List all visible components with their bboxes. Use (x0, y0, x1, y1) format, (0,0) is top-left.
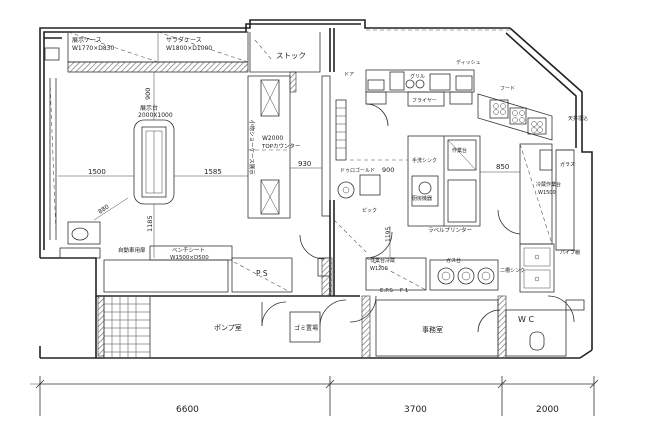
label-dim-2000: 2000 (536, 405, 559, 415)
label-prep-table: 作業台 (452, 147, 467, 154)
label-dim-6600: 6600 (176, 405, 199, 415)
work-table-lower (365, 257, 427, 291)
label-trash-room: ゴミ置場 (294, 324, 318, 332)
display-table (133, 119, 175, 205)
label-gas-range: ガス台 (446, 257, 461, 264)
lower-rooms (375, 299, 585, 357)
kitchen-guides (350, 29, 510, 161)
label-dim-1585: 1585 (204, 168, 222, 176)
label-dim-900-h: 900 (382, 166, 394, 174)
label-ps: P S (256, 269, 268, 278)
label-fridge-w1500: W1500 (538, 190, 556, 196)
label-wc: W C (518, 315, 534, 324)
label-glass-rack: ガラス (560, 161, 575, 168)
kitchen-doors (349, 103, 575, 333)
label-office-room: 事務室 (422, 325, 443, 334)
label-top-counter-size: W2000 (262, 135, 283, 142)
wall-shelf (321, 75, 347, 217)
label-salad-case: サラダケース (166, 36, 202, 44)
label-dim-1500: 1500 (88, 168, 106, 176)
label-f1: F 1 (400, 288, 408, 294)
label-display-table-size: 2000X1000 (138, 112, 173, 119)
label-dim-850: 850 (496, 163, 509, 171)
label-dim-930: 930 (298, 160, 311, 168)
label-pump-room: ポンプ室 (214, 323, 242, 332)
label-bench-seat: ベンチシート (172, 247, 205, 254)
display-cases (67, 31, 249, 63)
left-counter (49, 78, 57, 240)
gas-range (429, 259, 499, 291)
label-sign-top: ドア (344, 72, 354, 78)
label-top-counter: TOPカウンター (261, 142, 301, 150)
stairs (103, 295, 151, 359)
label-bain-marie: ドゥロゴールド (340, 167, 375, 174)
right-fridge-table (519, 143, 575, 251)
hatched-walls (67, 61, 507, 359)
kitchen-island (407, 135, 481, 227)
label-display-case-size: W1770×D830 (72, 45, 114, 52)
ps-area (231, 257, 331, 343)
label-work-table-w1200: W1200 (370, 266, 388, 272)
label-fryer: フライヤー (412, 98, 437, 104)
label-eps: E.P.S (380, 288, 393, 294)
label-dim-1185: 1185 (146, 215, 154, 232)
label-kitchen-central: 厨房機器 (412, 195, 432, 202)
label-sign-right: 天井埋込 (568, 115, 588, 122)
label-hand-sink: 手洗シンク (412, 157, 437, 164)
kitchen-stove (477, 93, 553, 141)
label-work-table: 作業台冷蔵 (370, 257, 395, 264)
top-counter (247, 75, 291, 219)
label-grill: グリル (410, 73, 425, 80)
label-dim-1195: 1195 (385, 227, 392, 242)
label-stock: ストック (276, 51, 306, 60)
label-salad-case-size: W1800×D1000 (166, 45, 212, 52)
label-auto-door: 自動車用扉 (118, 246, 146, 254)
label-dish-table: ディッシュ (456, 59, 481, 66)
label-display-case: 展示ケース (72, 37, 102, 44)
label-fridge: 冷蔵作業台 (536, 181, 561, 188)
label-dim-3700: 3700 (404, 405, 427, 415)
two-sink (519, 243, 555, 293)
shop-doors (261, 234, 347, 327)
left-fixtures (59, 221, 233, 293)
dimension-lines (30, 72, 599, 416)
label-dim-900-v: 900 (144, 88, 152, 100)
label-display-table: 展示台 (140, 104, 158, 112)
label-bench-seat-size: W1500×D500 (170, 255, 209, 261)
label-pickup: ピック (362, 208, 377, 214)
kitchen-left-equipment (333, 174, 381, 253)
stock-room (249, 32, 321, 73)
kitchen-top-equipment (365, 69, 475, 107)
label-label-printer: ラベルプリンター (428, 226, 472, 234)
label-two-sink: 二槽シンク (500, 267, 525, 274)
label-pass-window: パイプ棚 (560, 249, 580, 256)
text-labels: 展示ケース W1770×D830 サラダケース W1800×D1000 ストック… (72, 36, 588, 415)
label-sign-hood: フード (500, 86, 515, 92)
label-showcase-vertical: 小物ショーケース展示 (248, 120, 256, 175)
